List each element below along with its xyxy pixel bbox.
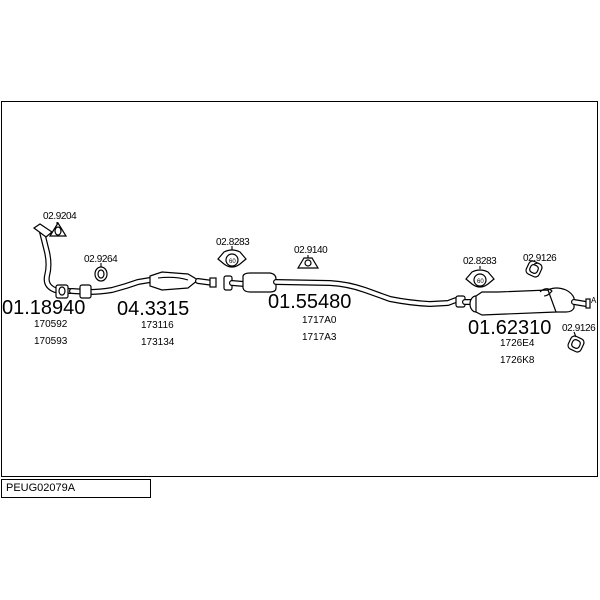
ref-catalyst-1: 173116 xyxy=(141,320,174,331)
rear-silencer[interactable] xyxy=(455,287,591,316)
title-box: PEUG02079A xyxy=(1,479,151,498)
diagram-code: PEUG02079A xyxy=(6,482,76,494)
ref-middle-silencer-1: 1717A0 xyxy=(302,315,337,326)
ring-front[interactable] xyxy=(94,266,108,282)
acc-number-clamp-rear: 02.8283 xyxy=(463,256,497,267)
hanger-rear-top[interactable] xyxy=(525,260,544,279)
ref-rear-silencer-2: 1726K8 xyxy=(500,355,535,366)
clamp-center[interactable]: 60 xyxy=(217,249,247,268)
acc-number-gasket-front: 02.9204 xyxy=(43,211,77,222)
ref-middle-silencer-2: 1717A3 xyxy=(302,332,337,343)
ref-front-pipe-1: 170592 xyxy=(34,319,68,330)
part-number-middle-silencer: 01.55480 xyxy=(268,291,351,313)
hanger-rear-right[interactable] xyxy=(567,335,586,354)
diagram-frame xyxy=(1,101,598,477)
gasket-front[interactable] xyxy=(48,221,68,237)
ref-rear-silencer-1: 1726E4 xyxy=(500,338,535,349)
clamp-rear[interactable]: 60 xyxy=(465,269,495,288)
end-marker: A xyxy=(591,296,597,305)
ref-front-pipe-2: 170593 xyxy=(34,336,68,347)
part-number-catalyst: 04.3315 xyxy=(117,298,189,320)
catalyst[interactable] xyxy=(69,271,217,299)
accessory-leaders xyxy=(56,222,577,338)
hanger-center[interactable] xyxy=(296,257,320,269)
acc-number-hanger-rear-right: 02.9126 xyxy=(562,323,596,334)
acc-number-hanger-center: 02.9140 xyxy=(294,245,328,256)
middle-silencer[interactable] xyxy=(223,272,459,307)
acc-number-hanger-rear-top: 02.9126 xyxy=(523,253,557,264)
clamp-center-marking: 60 xyxy=(229,259,236,265)
front-pipe[interactable] xyxy=(32,223,73,299)
clamp-rear-marking: 60 xyxy=(477,279,484,285)
acc-number-ring-front: 02.9264 xyxy=(84,254,118,265)
acc-number-clamp-center: 02.8283 xyxy=(216,237,250,248)
ref-catalyst-2: 173134 xyxy=(141,337,175,348)
part-number-front-pipe: 01.18940 xyxy=(2,297,85,319)
part-number-rear-silencer: 01.62310 xyxy=(468,317,551,339)
